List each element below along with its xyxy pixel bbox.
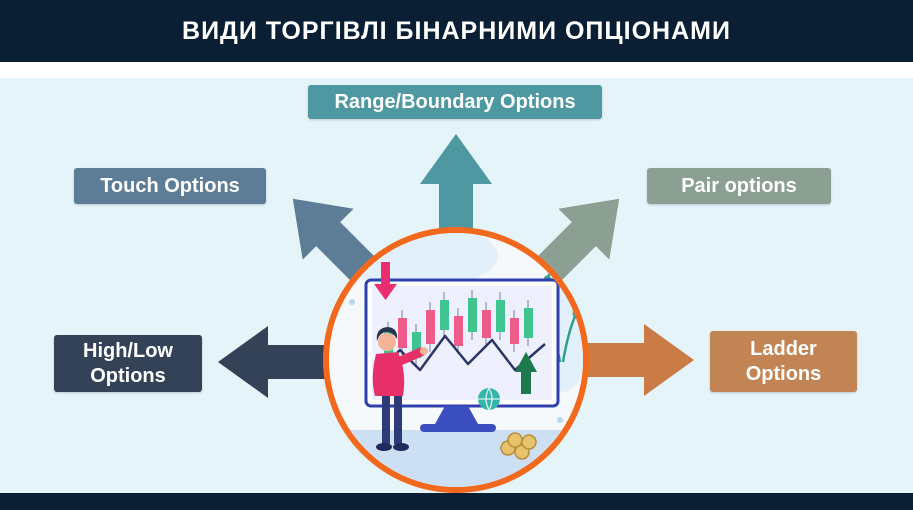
globe-icon — [478, 387, 500, 411]
label-pair-options: Pair options — [647, 168, 831, 204]
down-arrow-badge-icon — [374, 262, 397, 300]
up-arrow-badge-icon — [515, 352, 537, 394]
label-text: Pair options — [681, 174, 797, 197]
label-touch-options: Touch Options — [74, 168, 266, 204]
label-text-line2: Options — [90, 364, 166, 387]
monitor-illustration — [364, 278, 560, 432]
candlestick-chart-illustration — [375, 290, 546, 375]
label-ladder-options: Ladder Options — [710, 331, 857, 392]
trader-illustration — [372, 327, 428, 451]
label-text: Touch Options — [100, 174, 240, 197]
page-title: ВИДИ ТОРГІВЛІ БІНАРНИМИ ОПЦІОНАМИ — [182, 16, 731, 45]
label-text-line2: Options — [745, 362, 822, 385]
label-text-line1: High/Low — [83, 339, 173, 362]
label-range-boundary-options: Range/Boundary Options — [308, 85, 602, 119]
bottom-bar — [0, 493, 913, 510]
label-high-low-options: High/Low Options — [54, 335, 202, 392]
arrow-right-icon — [582, 324, 694, 396]
label-text: Range/Boundary Options — [334, 90, 576, 113]
arrow-up-icon — [420, 134, 492, 246]
coins-illustration — [500, 432, 537, 460]
arrow-left-icon — [218, 326, 330, 398]
label-text-line1: Ladder — [750, 337, 817, 360]
header-bar: ВИДИ ТОРГІВЛІ БІНАРНИМИ ОПЦІОНАМИ — [0, 0, 913, 62]
